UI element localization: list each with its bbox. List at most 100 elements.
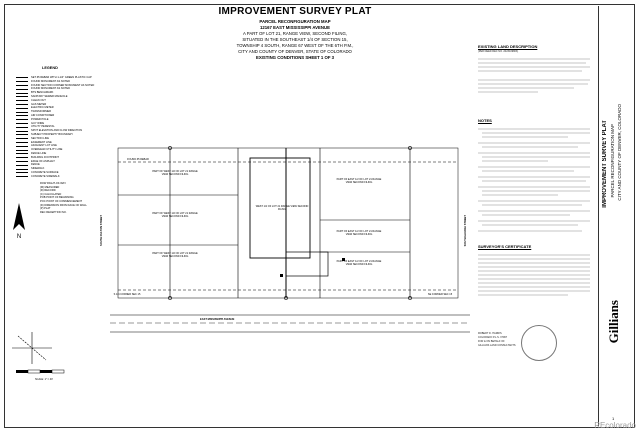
legend-label: ADJACENT LOT LINE [31,144,57,148]
legend-symbol-icon [16,171,28,174]
legend-item: SANITARY SEWER MANHOLE [16,95,67,98]
legend-item: SECTION LINE [16,137,49,140]
abbreviation-item: (D) DIMENSION FROM FACE OF WALL [40,203,87,207]
legend-item: FOUND MONUMENT AS NOTED [16,80,70,83]
lot-label: PART OF EAST 1/2 OF LOT 21 RANGE VIEW SE… [336,260,382,267]
legend-label: CLEAN OUT [31,98,46,102]
legend-item: FENCE [16,163,40,166]
legend-title: LEGEND [42,66,58,70]
legend-symbol-icon [16,76,28,79]
legend-label: FOUND SECTION CORNER MONUMENT AS NOTED [31,83,95,87]
notes-text [478,128,590,232]
stripe-subtitle: PARCEL RECONFIGURATION MAP [610,124,615,198]
plat-desc-2: SITUATED IN THE SOUTHEAST 1/4 OF SECTION… [242,37,348,42]
legend-symbol-icon [16,149,28,151]
legend-label: OVERHEAD UTILITY LINE [31,148,63,152]
legend-label: FENCE [31,163,40,167]
legend-symbol-icon [16,80,28,83]
legend-symbol-icon [16,130,28,132]
legend-label: SET #5 REBAR WITH 1-1/4" GREEN PLASTIC C… [31,76,92,79]
corner-note-left: S 1/4 CORNER SEC 15 [113,293,141,296]
plat-desc-3: TOWNSHIP 4 SOUTH, RANGE 67 WEST OF THE 6… [236,43,354,48]
legend-symbol-icon [16,152,28,155]
legend-item: GAS METER [16,103,46,106]
legend-item: FOUND MONUMENT AS NOTED [16,87,70,90]
legend-symbol-icon [16,122,28,124]
legend-symbol-icon [16,126,28,128]
abbreviation-item: (P) PLAT [40,207,51,211]
legend-label: SIDEWALK [31,167,45,171]
plat-desc-1: A PART OF LOT 21, RANGE VIEW, SECOND FIL… [242,31,348,36]
plat-subtitle: PARCEL RECONFIGURATION MAP [259,19,331,24]
legal-desc-heading: EXISTING LAND DESCRIPTION [478,44,538,49]
legend-item: SET #5 REBAR WITH 1-1/4" GREEN PLASTIC C… [16,76,92,79]
legend-item: SPOT ELEVATION AND FLOW DIRECTION [16,129,82,132]
legend-label: CONCRETE SIDEWALK [31,174,60,178]
legend-item: CLEAN OUT [16,99,46,102]
legend-item: EDGE OF ASPHALT [16,160,55,163]
legend-item: GUY WIRE [16,122,44,125]
legend-symbol-icon [16,103,28,105]
legend-label: TRANSFORMER [31,110,52,114]
surveyor-name: ROBERT D. HARRIS [478,332,502,335]
lot-label: FOUND #5 REBAR [127,158,149,161]
legend-label: SECTION LINE [31,136,50,140]
legend-symbol-icon [16,114,28,117]
surveyor-seal [521,325,557,361]
legend-label: SUBJECT PROPERTY BOUNDARY [31,133,74,136]
svg-text:N: N [17,234,21,240]
legend-label: CONCRETE SURFACE [31,171,59,174]
legend-item: EASEMENT LINE [16,141,52,144]
legend-symbol-icon [16,107,28,109]
legend-symbol-icon [16,168,28,170]
legend-label: SPOT ELEVATION AND FLOW DIRECTION [31,129,83,133]
stripe-location: CITY AND COUNTY OF DENVER, COLORADO [617,104,622,201]
legal-desc-sub: (PER DEED REC NO. 2023109803) [478,50,519,53]
legend-item: BTS BENCHMARK [16,91,53,94]
legend-symbol-icon [16,175,28,178]
legend-label: FENCE LINE [31,152,47,155]
legend-label: GUY WIRE [31,121,45,125]
legend-label: POWER POLE [31,117,49,121]
lot-label: WEST 1/2 OF LOT 21 RANGE VIEW SECOND FIL… [255,205,309,212]
legend-label: EDGE OF ASPHALT [31,159,55,163]
plat-sheet [4,4,635,428]
title-stripe [598,6,629,426]
surveyor-firm-line: FOR & ON BEHALF OF [478,340,505,343]
abbreviation-item: REC RECEPTION NO. [40,210,67,214]
legend-symbol-icon [16,99,28,102]
legend-item: FENCE LINE [16,152,46,155]
sheet-number: 1 [612,416,615,421]
legend-item: CONCRETE SURFACE [16,171,59,174]
legend-item: UTILITY PEDESTAL [16,125,55,128]
abbreviation-item: (R) RECORD [40,189,56,193]
legend-symbol-icon [16,137,28,140]
legend-label: ELECTRIC METER [31,106,54,110]
legend-label: EASEMENT LINE [31,140,52,144]
vicinity-map [12,332,52,364]
legend-item: ADJACENT LOT LINE [16,144,57,147]
abbreviation-item: POB POINT OF BEGINNING [40,196,74,200]
scale-label: SCALE: 1" = 40' [35,378,53,381]
stripe-title: IMPROVEMENT SURVEY PLAT [602,120,608,208]
legal-desc-text [478,58,590,93]
legend-item: AIR CONDITIONER [16,114,54,117]
lot-label: PART OF WEST 1/2 OF LOT 21 RANGE VIEW SE… [152,212,198,219]
plat-drawing [110,146,470,333]
certificate-heading: SURVEYOR'S CERTIFICATE [478,244,532,249]
abbreviation-item: (M) MEASURED [40,185,60,189]
legend-symbol-icon [16,92,28,94]
lot-label: PART OF WEST 1/2 OF LOT 21 RANGE VIEW SE… [152,170,198,177]
lot-label: PART OF WEST 1/2 OF LOT 21 RANGE VIEW SE… [152,252,198,259]
legend-symbol-icon [16,156,28,159]
legend-symbol-icon [16,145,28,147]
corner-note-right: SE CORNER SEC 15 [427,293,453,296]
lot-label: PART OF EAST 1/2 OF LOT 21 RANGE VIEW SE… [336,230,382,237]
scale-bar [16,369,65,374]
certificate-text [478,254,590,296]
north-arrow-icon: N [13,203,25,240]
street-south: EAST MISSISSIPPI AVENUE [200,318,235,321]
legend-label: GAS METER [31,102,47,106]
legend-item: ELECTRIC METER [16,106,54,109]
street-west: SOUTH FULTON STREET [100,215,103,247]
